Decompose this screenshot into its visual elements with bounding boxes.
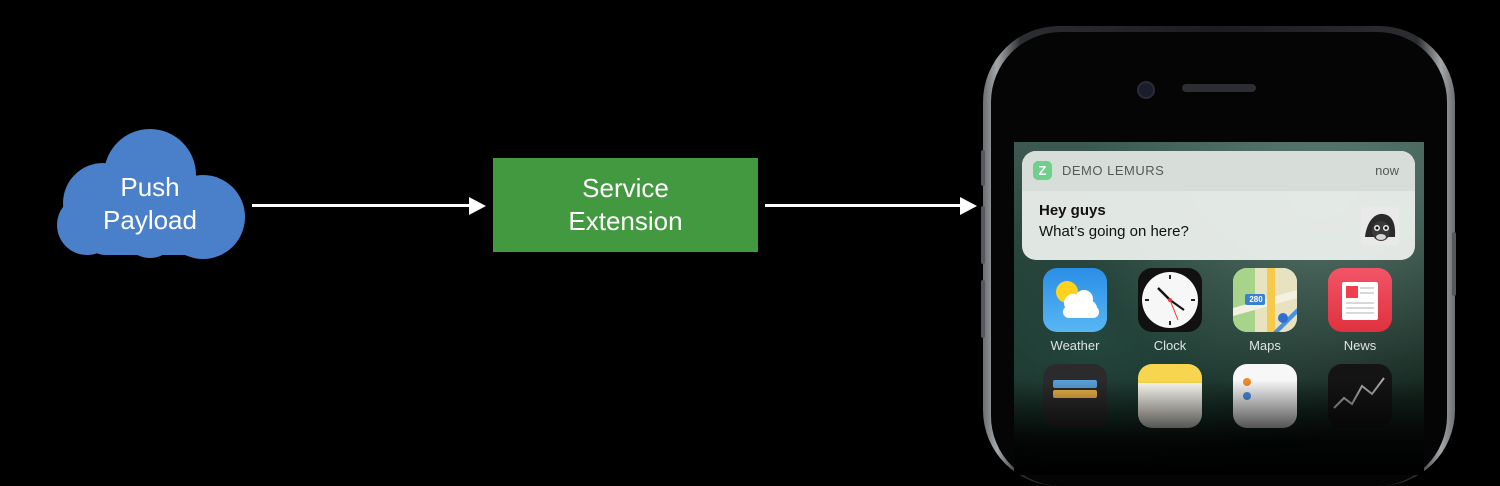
app-clock[interactable]: Clock <box>1136 268 1204 353</box>
notification-body: What’s going on here? <box>1039 223 1189 240</box>
cloud-label-line2: Payload <box>103 205 197 235</box>
app-label-clock: Clock <box>1153 338 1187 353</box>
app-maps[interactable]: 280 Maps <box>1231 268 1299 353</box>
maps-highway-badge: 280 <box>1249 295 1263 304</box>
diagram-canvas: Push Payload Service Extension Z DEMO LE… <box>55 26 1456 486</box>
notification-time: now <box>1375 163 1399 178</box>
app-label-news: News <box>1343 338 1377 353</box>
notification-title: Hey guys <box>1039 202 1106 219</box>
lemur-photo-thumbnail-icon <box>1361 207 1399 245</box>
weather-icon <box>1043 268 1107 332</box>
arrow-to-service-extension <box>252 196 486 216</box>
phone-screen: Z DEMO LEMURS now Hey guys What’s going … <box>1014 142 1424 475</box>
push-payload-cloud: Push Payload <box>55 125 247 260</box>
cloud-shape <box>57 129 245 259</box>
app-news[interactable]: News <box>1326 268 1394 353</box>
maps-icon: 280 <box>1233 268 1297 332</box>
app-label-maps: Maps <box>1249 338 1281 353</box>
service-label-line1: Service <box>582 173 669 203</box>
power-button <box>1452 232 1456 296</box>
cloud-label-line1: Push <box>120 172 180 202</box>
service-label-line2: Extension <box>568 206 683 236</box>
earpiece-speaker <box>1182 84 1256 92</box>
front-camera <box>1137 81 1155 99</box>
mute-switch <box>981 150 985 186</box>
news-icon <box>1328 268 1392 332</box>
screen-bottom-fade <box>1014 380 1424 475</box>
notification-app-name: DEMO LEMURS <box>1062 163 1165 178</box>
app-label-weather: Weather <box>1050 338 1100 353</box>
volume-up-button <box>981 206 985 264</box>
volume-down-button <box>981 280 985 338</box>
arrow-to-device <box>765 196 977 216</box>
app-weather[interactable]: Weather <box>1041 268 1109 353</box>
notification-header: Z DEMO LEMURS now <box>1022 151 1415 191</box>
service-extension-box: Service Extension <box>493 158 758 252</box>
demo-lemurs-app-icon: Z <box>1033 161 1052 180</box>
clock-icon <box>1138 268 1202 332</box>
push-notification-banner[interactable]: Z DEMO LEMURS now Hey guys What’s going … <box>1022 151 1415 260</box>
